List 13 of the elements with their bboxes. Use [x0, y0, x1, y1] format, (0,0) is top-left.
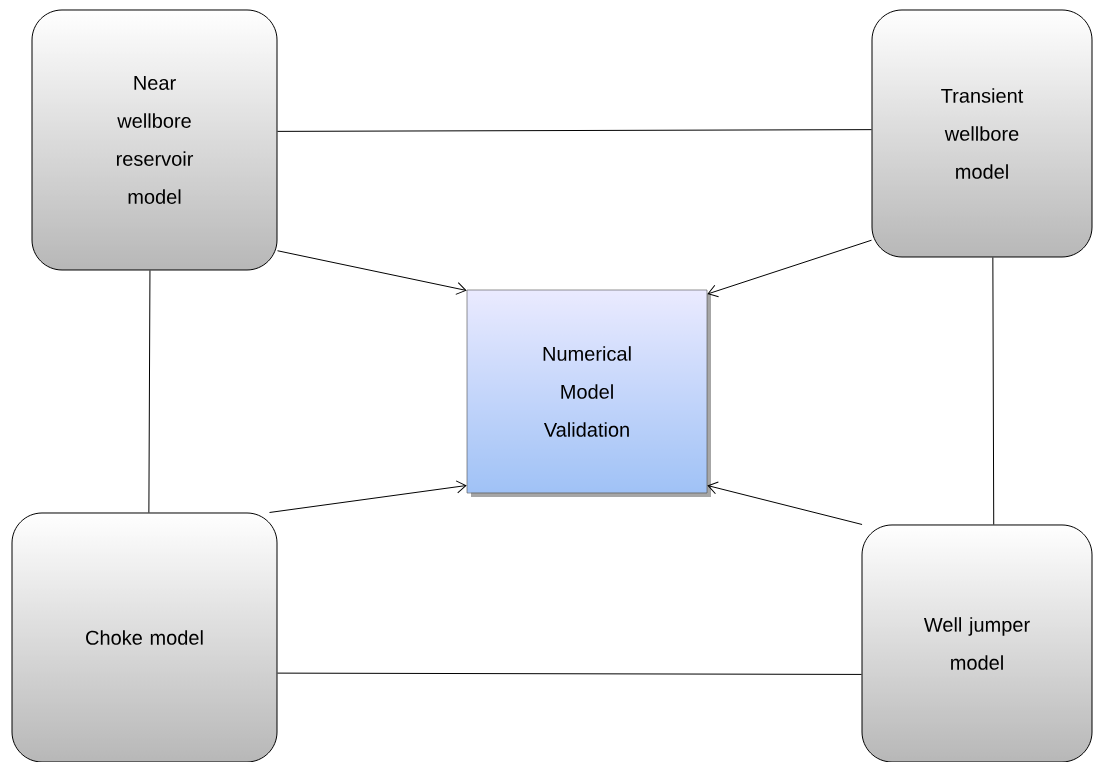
rounded-model-box: Transient wellbore model: [871, 9, 1093, 258]
arrow: [269, 480, 467, 513]
connector-line: [992, 257, 995, 525]
connector-line: [148, 270, 151, 513]
rounded-model-box: Near wellbore reservoir model: [31, 9, 278, 271]
validation-box: Numerical Model Validation: [466, 289, 711, 497]
rounded-model-box: Choke model: [11, 512, 278, 762]
rounded-model-box: Well jumper model: [861, 524, 1093, 762]
connector-line: [277, 129, 872, 132]
arrow: [707, 239, 872, 298]
connector-line: [277, 672, 862, 675]
arrow: [277, 250, 467, 295]
arrow: [707, 481, 863, 525]
